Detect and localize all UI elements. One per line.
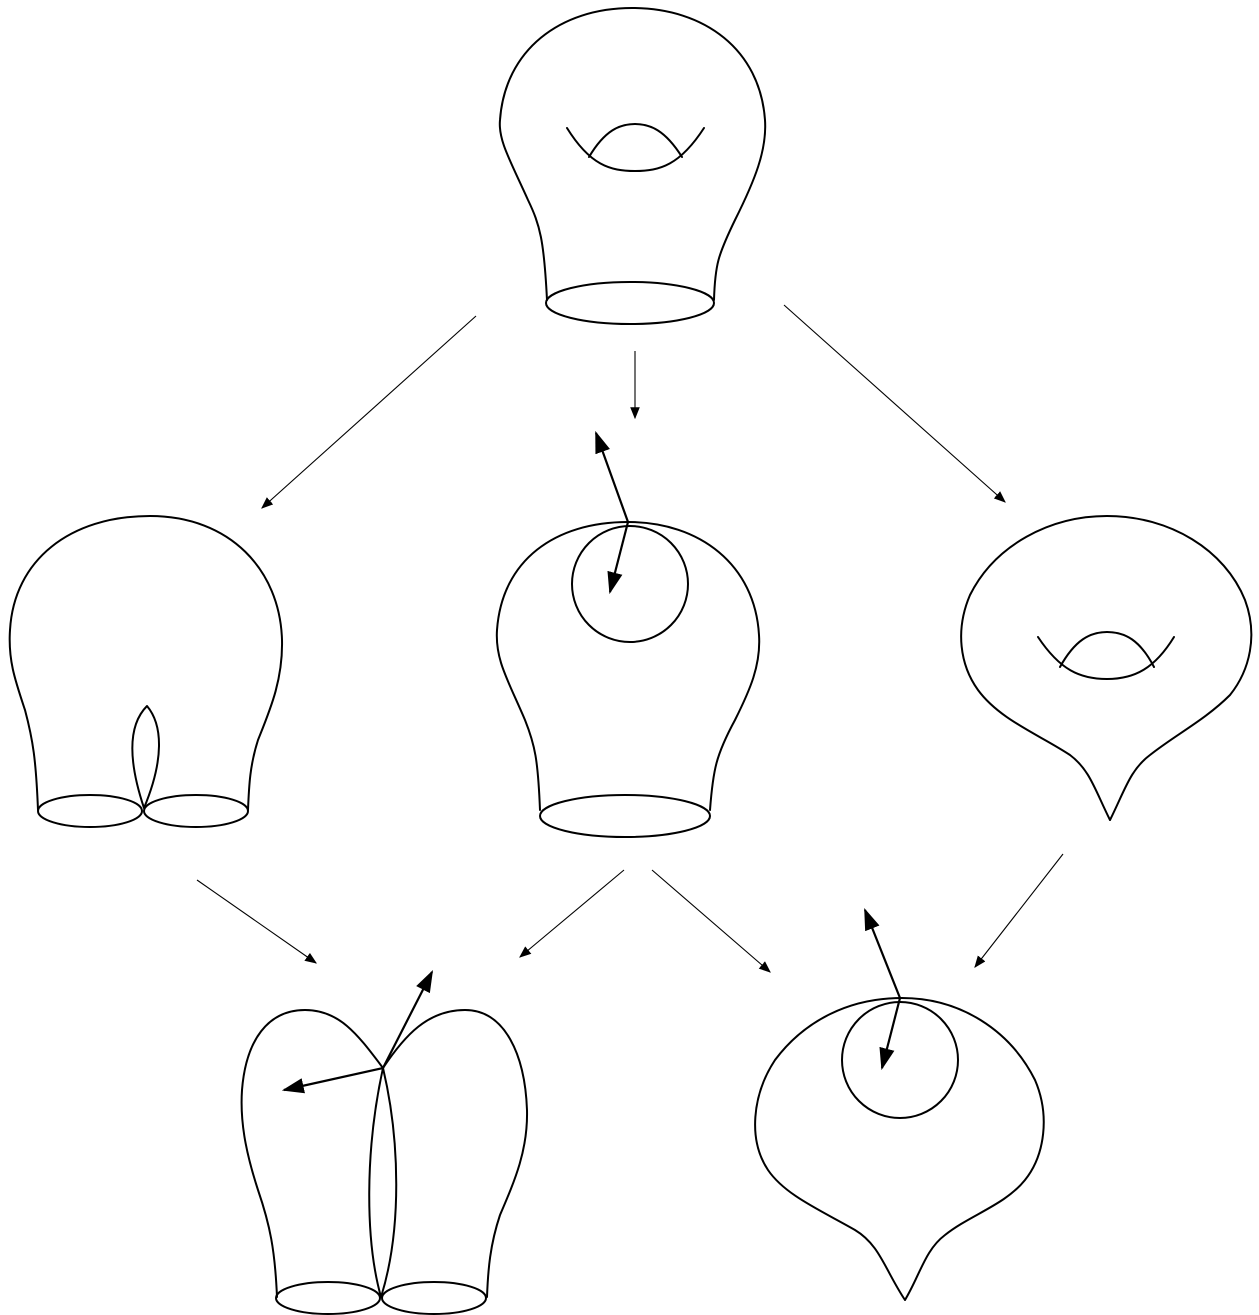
bottom-left-surface [240,970,529,1315]
middle-right-surface [960,515,1253,821]
arrow-middle-center-to-bottom-right [651,869,771,973]
bottom-right-surface [754,907,1045,1301]
arrow-middle-center-to-bottom-left [519,869,625,958]
arrow-middle-right-to-bottom-right [974,853,1064,968]
transition-arrows [196,304,1064,973]
arrow-middle-left-to-bottom-left [196,879,317,964]
top-surface [498,7,767,325]
middle-left-surface [8,515,284,828]
arrow-top-to-middle-right [783,304,1006,503]
arrow-top-to-middle-left [261,315,477,509]
middle-center-surface [495,430,761,838]
